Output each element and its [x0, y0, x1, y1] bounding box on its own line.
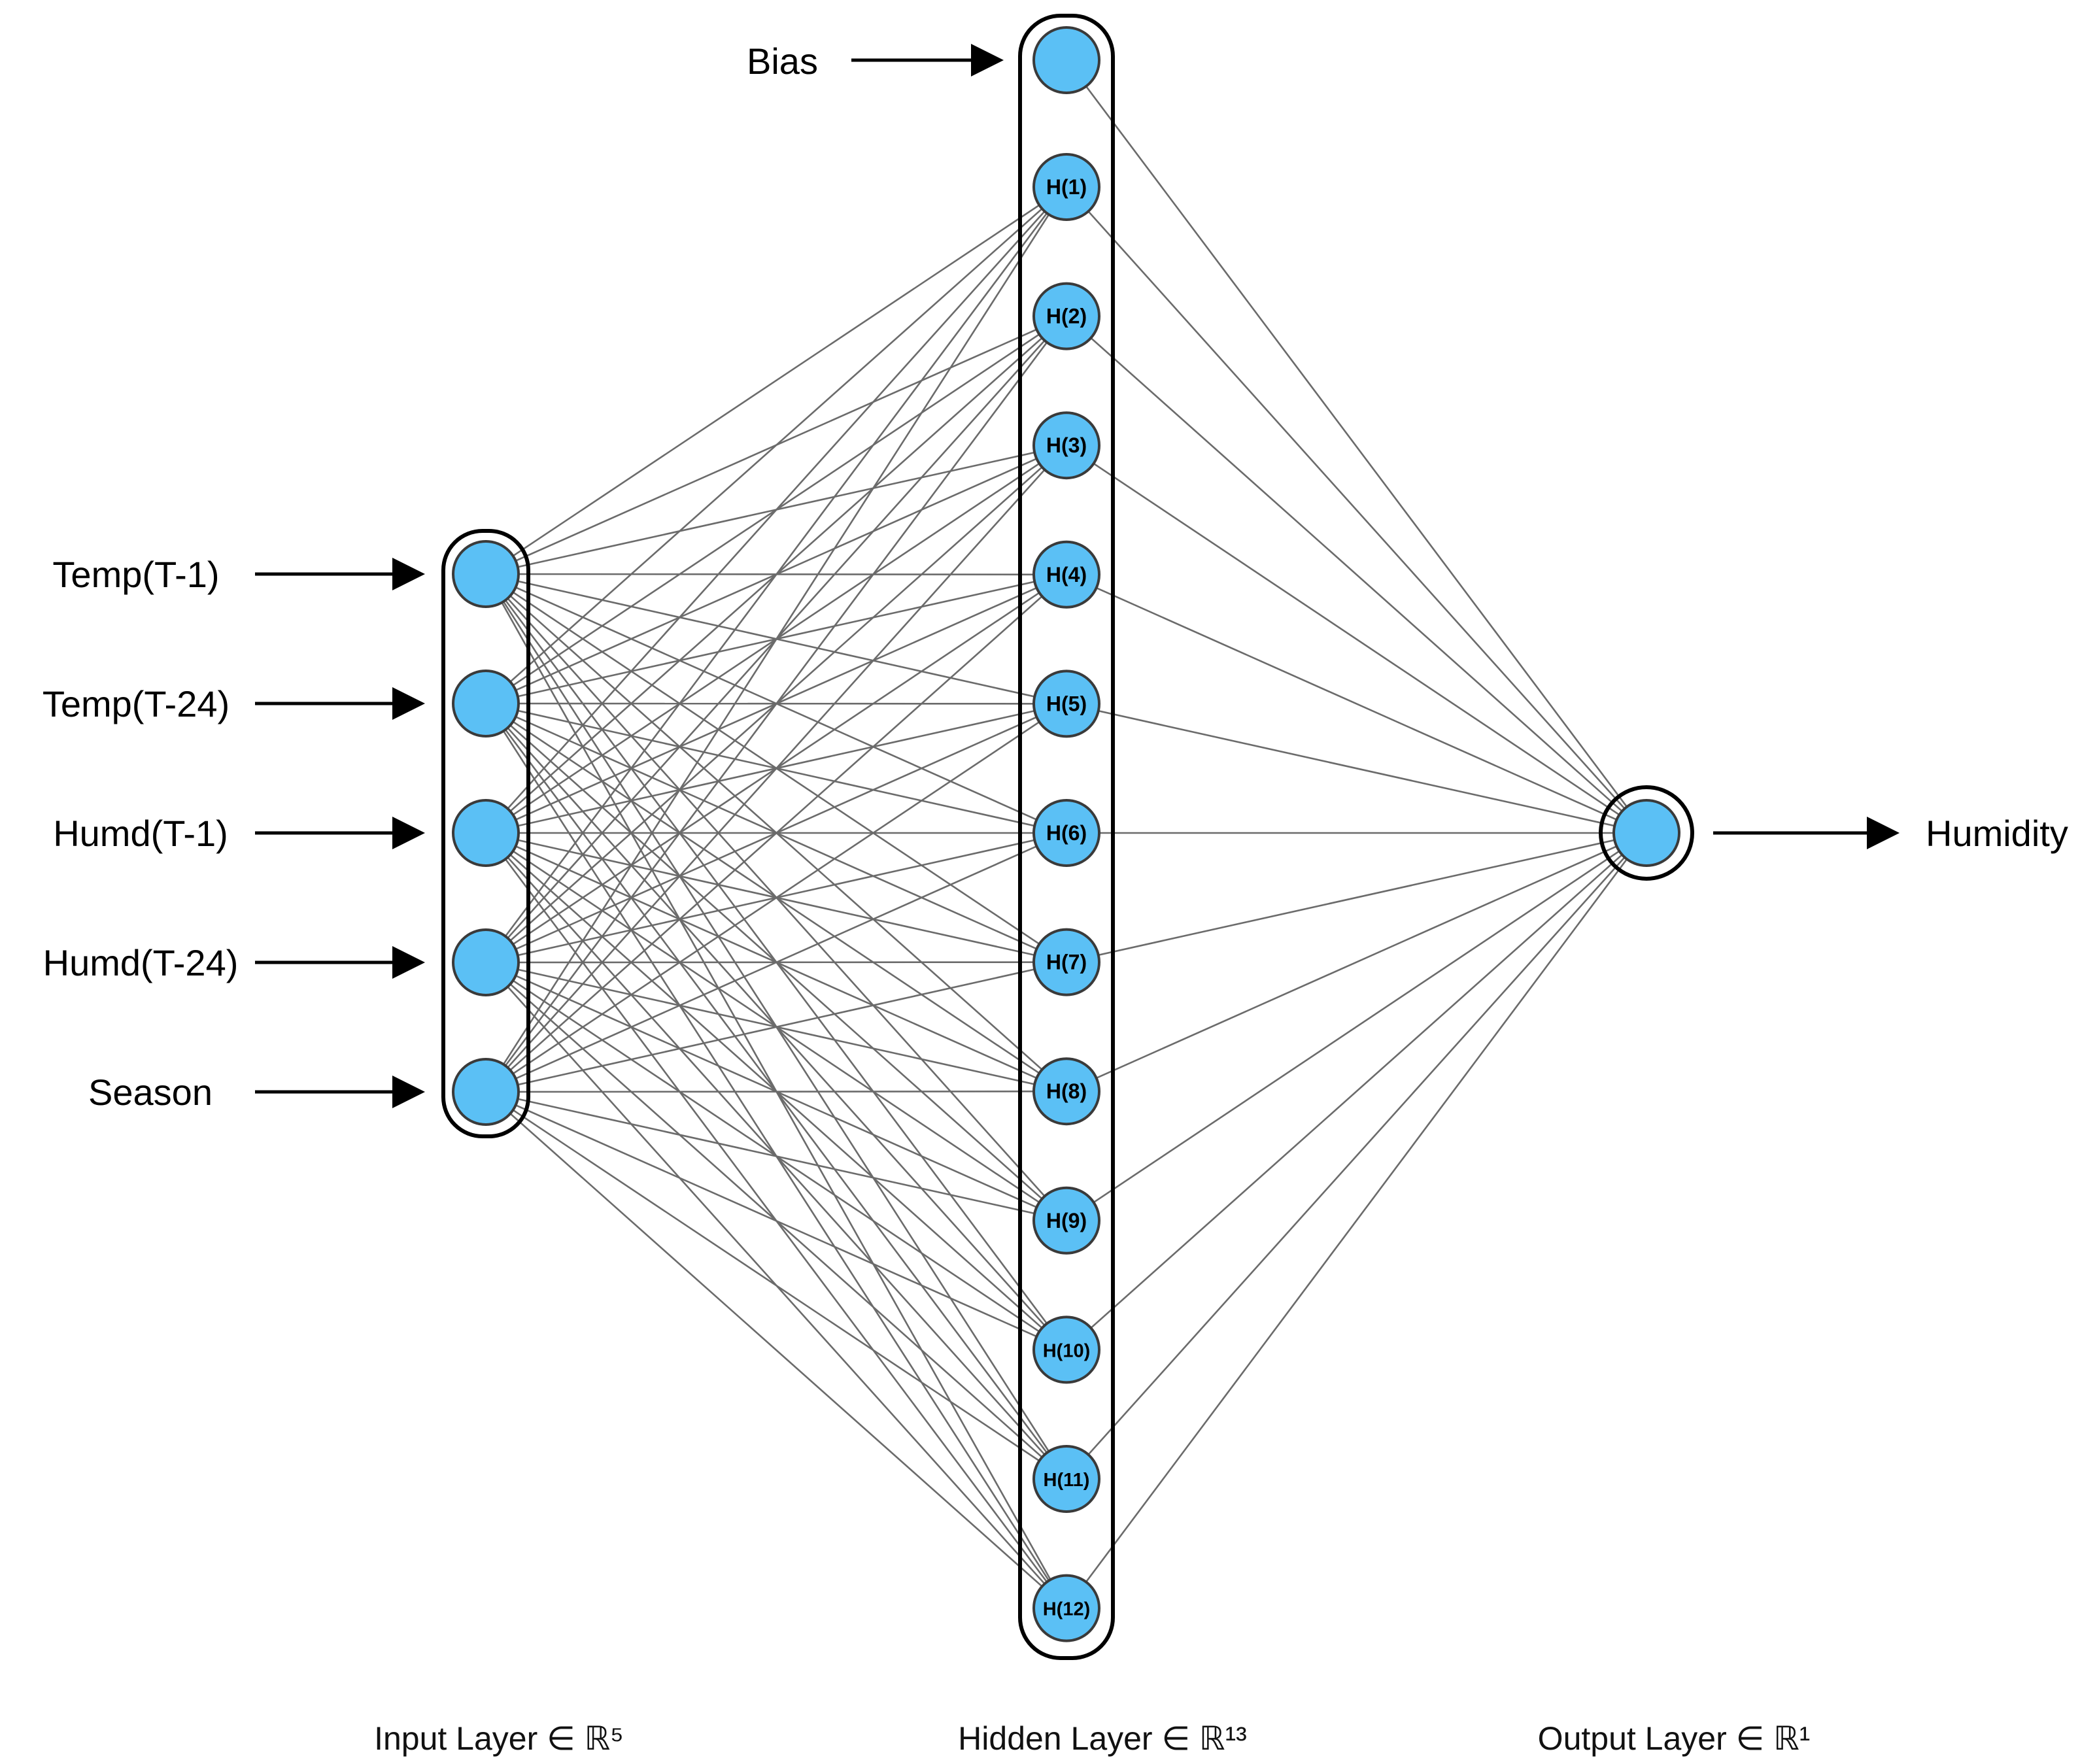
- input-label-1: Temp(T-1): [52, 554, 219, 595]
- input-node-3: [452, 799, 520, 867]
- edge-input-5-hidden-2: [485, 315, 1068, 1093]
- bias-node: [1032, 26, 1100, 94]
- edge-input-5-hidden-8: [485, 1090, 1067, 1093]
- hidden-node-label-1: H(1): [1046, 175, 1087, 199]
- input-node-2: [452, 670, 520, 738]
- hidden-node-label-9: H(9): [1046, 1209, 1087, 1232]
- edge-input-2-hidden-1: [485, 186, 1067, 704]
- hidden-node-label-3: H(3): [1046, 433, 1087, 457]
- edge-input-1-hidden-1: [485, 186, 1067, 575]
- input-layer-caption: Input Layer ∈ ℝ⁵: [374, 1720, 624, 1757]
- hidden-node-1: [1032, 153, 1100, 221]
- edge-hidden-5-output: [1066, 703, 1647, 834]
- edge-input-5-hidden-5: [485, 703, 1067, 1093]
- edge-hidden-12-output: [1065, 832, 1648, 1609]
- nodes: H(1) H(2) H(3) H(4) H(5) H(6) H(7) H(8) H(9) H(10…: [452, 26, 1680, 1642]
- input-layer-box: [441, 529, 530, 1138]
- input-label-3: Humd(T-1): [53, 813, 228, 854]
- hidden-node-11: [1032, 1445, 1100, 1513]
- edge-input-5-hidden-11: [485, 1091, 1067, 1480]
- edge-hidden-1-output: [1066, 186, 1647, 834]
- hidden-node-5: [1032, 670, 1100, 738]
- hidden-node-label-12: H(12): [1043, 1599, 1091, 1620]
- edge-input-5-hidden-12: [485, 1091, 1067, 1609]
- input-label-4: Humd(T-24): [43, 942, 239, 983]
- edge-input-5-hidden-3: [485, 445, 1067, 1093]
- edge-input-5-hidden-9: [485, 1091, 1067, 1222]
- hidden-node-label-2: H(2): [1046, 305, 1087, 328]
- edge-input-5-hidden-6: [485, 832, 1067, 1093]
- edge-hidden-3-output: [1066, 445, 1647, 834]
- edge-input-5-hidden-10: [485, 1091, 1067, 1351]
- hidden-node-4: [1032, 540, 1100, 609]
- output-layer-caption: Output Layer ∈ ℝ¹: [1538, 1720, 1811, 1757]
- edge-hidden-7-output: [1066, 832, 1647, 963]
- edge-input-5-hidden-4: [485, 573, 1067, 1093]
- input-label-2: Temp(T-24): [43, 683, 230, 724]
- edge-input-4-hidden-1: [485, 186, 1068, 963]
- edge-bias-output: [1065, 59, 1648, 834]
- input-node-1: [452, 540, 520, 608]
- hidden-node-10: [1032, 1315, 1100, 1384]
- hidden-node-label-5: H(5): [1046, 692, 1087, 715]
- hidden-node-label-7: H(7): [1046, 951, 1087, 974]
- hidden-node-12: [1032, 1574, 1100, 1642]
- hidden-node-7: [1032, 928, 1100, 996]
- edge-hidden-10-output: [1066, 832, 1647, 1351]
- hidden-node-6: [1032, 799, 1100, 867]
- edge-input-5-hidden-1: [485, 186, 1068, 1093]
- hidden-node-3: [1032, 411, 1100, 480]
- edge-input-3-hidden-1: [485, 186, 1067, 834]
- edge-hidden-4-output: [1066, 573, 1647, 834]
- hidden-layer-box: [1018, 14, 1115, 1660]
- hidden-node-label-8: H(8): [1046, 1079, 1087, 1103]
- input-node-4: [452, 928, 520, 996]
- output-node: [1612, 799, 1680, 867]
- input-node-5: [452, 1058, 520, 1126]
- hidden-layer-caption: Hidden Layer ∈ ℝ¹³: [958, 1720, 1247, 1757]
- bias-label: Bias: [747, 41, 818, 82]
- hidden-node-label-10: H(10): [1043, 1340, 1091, 1361]
- input-label-5: Season: [88, 1072, 213, 1113]
- edge-hidden-2-output: [1066, 315, 1647, 834]
- edge-hidden-9-output: [1066, 832, 1647, 1221]
- hidden-node-8: [1032, 1057, 1100, 1126]
- hidden-node-2: [1032, 282, 1100, 350]
- connection-lines: [485, 59, 1648, 1609]
- edge-hidden-8-output: [1066, 832, 1647, 1093]
- output-label: Humidity: [1926, 813, 2068, 854]
- hidden-node-9: [1032, 1186, 1100, 1255]
- hidden-node-label-6: H(6): [1046, 821, 1087, 845]
- input-labels: Temp(T-1) Temp(T-24) Humd(T-1) Humd(T-24) Se…: [43, 554, 239, 1113]
- edge-hidden-11-output: [1066, 832, 1647, 1480]
- input-arrows: [255, 558, 425, 1108]
- output-layer-ring: [1599, 785, 1694, 881]
- edge-input-5-hidden-7: [485, 961, 1067, 1093]
- hidden-node-label-11: H(11): [1044, 1470, 1090, 1491]
- hidden-node-label-4: H(4): [1046, 563, 1087, 586]
